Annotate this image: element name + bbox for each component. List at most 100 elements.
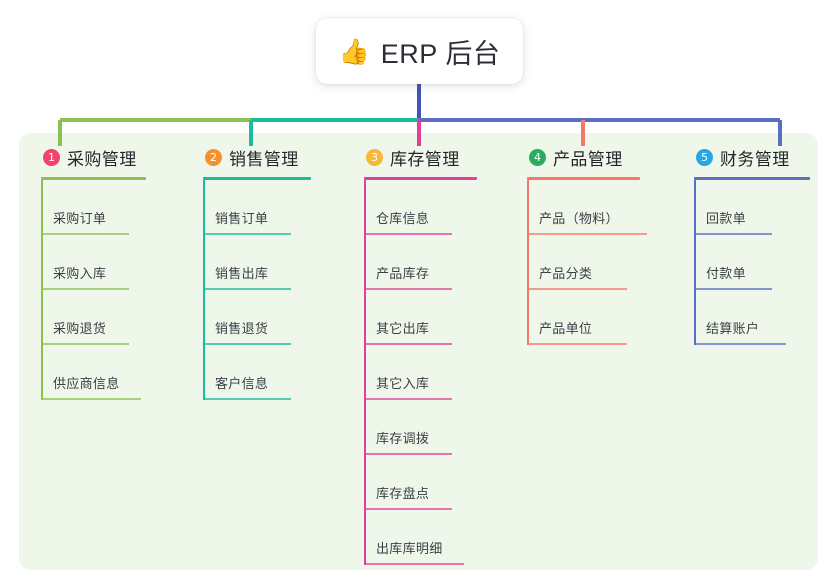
leaf-item[interactable]: 采购订单 [41,180,165,235]
leaf-item-rule [694,233,772,235]
leaf-item[interactable]: 采购退货 [41,290,165,345]
leaf-item[interactable]: 其它出库 [364,290,484,345]
column-header-product[interactable]: 4 产品管理 [527,146,647,169]
leaf-item-rule [694,288,772,290]
column-items-sales: 销售订单销售出库销售退货客户信息 [203,180,323,400]
leaf-item[interactable]: 出库库明细 [364,510,484,565]
leaf-item-rule [41,398,141,400]
leaf-item-rule [527,288,627,290]
leaf-item-label: 采购订单 [53,211,107,226]
column-spine-finance [694,180,696,345]
leaf-item[interactable]: 付款单 [694,235,814,290]
leaf-item-rule [694,343,786,345]
leaf-item-label: 其它出库 [376,321,430,336]
column-rule-sales [203,177,311,180]
column-spine-purchase [41,180,43,400]
column-product: 4 产品管理产品（物料） 产品分类产品单位 [527,146,647,345]
column-items-purchase: 采购订单采购入库采购退货供应商信息 [41,180,165,400]
leaf-item-label: 产品单位 [539,321,593,336]
column-title-sales: 销售管理 [229,149,299,169]
column-header-inventory[interactable]: 3 库存管理 [364,146,484,169]
column-title-purchase: 采购管理 [67,149,137,169]
column-spine-product [527,180,529,345]
thumbs-up-icon: 👍 [338,36,370,66]
leaf-item-label: 供应商信息 [53,376,120,391]
leaf-item-label: 客户信息 [215,376,269,391]
column-inventory: 3 库存管理仓库信息产品库存其它出库其它入库库存调拨库存盘点出库库明细 [364,146,484,565]
leaf-item[interactable]: 供应商信息 [41,345,165,400]
column-header-sales[interactable]: 2 销售管理 [203,146,323,169]
column-badge-product: 4 [529,148,546,166]
leaf-item[interactable]: 客户信息 [203,345,323,400]
leaf-item[interactable]: 产品分类 [527,235,647,290]
leaf-item[interactable]: 采购入库 [41,235,165,290]
column-rule-finance [694,177,810,180]
column-header-finance[interactable]: 5 财务管理 [694,146,814,169]
leaf-item[interactable]: 产品（物料） [527,180,647,235]
leaf-item-label: 销售出库 [215,266,269,281]
leaf-item[interactable]: 销售订单 [203,180,323,235]
leaf-item-rule [203,233,291,235]
leaf-item-label: 库存调拨 [376,431,430,446]
leaf-item-rule [203,343,291,345]
leaf-item[interactable]: 结算账户 [694,290,814,345]
column-sales: 2 销售管理销售订单销售出库销售退货客户信息 [203,146,323,400]
leaf-item[interactable]: 库存调拨 [364,400,484,455]
leaf-item-label: 库存盘点 [376,486,430,501]
column-finance: 5 财务管理回款单付款单结算账户 [694,146,814,345]
column-rule-inventory [364,177,477,180]
leaf-item[interactable]: 库存盘点 [364,455,484,510]
leaf-item[interactable]: 仓库信息 [364,180,484,235]
leaf-item-label: 结算账户 [706,321,760,336]
leaf-item[interactable]: 产品单位 [527,290,647,345]
leaf-item-rule [364,288,452,290]
content-panel [19,133,818,570]
leaf-item-rule [527,343,627,345]
leaf-item-rule [203,398,291,400]
leaf-item-label: 采购退货 [53,321,107,336]
leaf-item-rule [364,398,452,400]
leaf-item-rule [364,233,452,235]
column-badge-finance: 5 [696,148,713,166]
column-items-inventory: 仓库信息产品库存其它出库其它入库库存调拨库存盘点出库库明细 [364,180,484,565]
leaf-item-label: 回款单 [706,211,746,226]
root-node-content: 👍 ERP 后台 [339,32,501,71]
leaf-item-label: 产品（物料） [539,211,619,226]
leaf-item-label: 产品库存 [376,266,430,281]
column-badge-inventory: 3 [366,148,383,166]
column-title-finance: 财务管理 [720,149,790,169]
column-badge-purchase: 1 [43,148,60,166]
column-badge-sales: 2 [205,148,222,166]
leaf-item[interactable]: 其它入库 [364,345,484,400]
leaf-item-label: 产品分类 [539,266,593,281]
leaf-item-rule [364,453,452,455]
leaf-item-rule [527,233,647,235]
column-title-inventory: 库存管理 [390,149,460,169]
leaf-item-rule [41,233,129,235]
leaf-item[interactable]: 回款单 [694,180,814,235]
column-spine-inventory [364,180,366,565]
leaf-item[interactable]: 产品库存 [364,235,484,290]
leaf-item-label: 销售退货 [215,321,269,336]
column-rule-product [527,177,640,180]
leaf-item-rule [203,288,291,290]
leaf-item-label: 仓库信息 [376,211,430,226]
leaf-item-label: 付款单 [706,266,746,281]
leaf-item[interactable]: 销售退货 [203,290,323,345]
column-items-finance: 回款单付款单结算账户 [694,180,814,345]
leaf-item-rule [364,563,464,565]
leaf-item[interactable]: 销售出库 [203,235,323,290]
column-title-product: 产品管理 [553,149,623,169]
column-items-product: 产品（物料） 产品分类产品单位 [527,180,647,345]
leaf-item-label: 采购入库 [53,266,107,281]
leaf-item-label: 销售订单 [215,211,269,226]
leaf-item-rule [41,343,129,345]
column-purchase: 1 采购管理采购订单采购入库采购退货供应商信息 [41,146,165,400]
root-node-title: ERP 后台 [380,38,501,69]
column-spine-sales [203,180,205,400]
root-node[interactable]: 👍 ERP 后台 [316,18,523,84]
leaf-item-label: 出库库明细 [376,541,443,556]
column-rule-purchase [41,177,146,180]
column-header-purchase[interactable]: 1 采购管理 [41,146,165,169]
